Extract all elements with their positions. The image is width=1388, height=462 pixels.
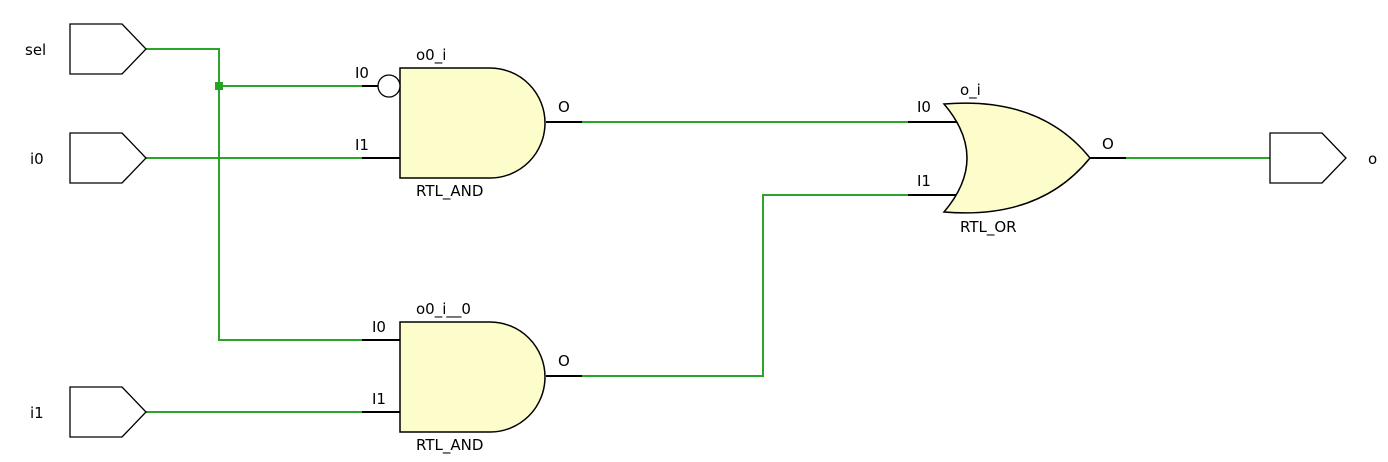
and-top-pin-out-label: O (558, 98, 570, 116)
port-i0[interactable]: i0 (30, 132, 147, 184)
nets (146, 48, 1270, 413)
or-instance-label: o_i (960, 81, 981, 100)
and-bottom-type-label: RTL_AND (416, 436, 483, 455)
or-pin-in1-label: I1 (917, 172, 931, 190)
and-bottom-pin-in1-label: I1 (372, 390, 386, 408)
and-bottom-instance-label: o0_i__0 (416, 300, 471, 319)
port-o-symbol[interactable] (1269, 132, 1347, 184)
gate-and-bottom[interactable]: o0_i__0 I0 I1 O RTL_AND (362, 300, 582, 455)
port-i1-label: i1 (30, 404, 44, 422)
port-i0-symbol[interactable] (69, 132, 147, 184)
and-bottom-body[interactable] (399, 321, 546, 433)
and-bottom-pin-out-label: O (558, 352, 570, 370)
net-junction (215, 82, 223, 90)
or-body[interactable] (942, 102, 1091, 214)
port-o-label: o (1368, 150, 1377, 168)
port-o[interactable]: o (1269, 132, 1377, 184)
port-sel[interactable]: sel (25, 23, 147, 75)
and-top-pin-in1-label: I1 (355, 136, 369, 154)
gate-or[interactable]: o_i I0 I1 O RTL_OR (908, 81, 1126, 237)
and-top-instance-label: o0_i (416, 46, 446, 65)
and-top-type-label: RTL_AND (416, 182, 483, 201)
or-pin-in0-label: I0 (917, 98, 931, 116)
or-pin-out-label: O (1102, 135, 1114, 153)
port-sel-label: sel (25, 41, 46, 59)
inverter-bubble-icon (377, 74, 401, 98)
net-and-bottom-out[interactable] (582, 194, 908, 377)
port-sel-symbol[interactable] (69, 23, 147, 75)
port-i0-label: i0 (30, 150, 44, 168)
port-i1-symbol[interactable] (69, 386, 147, 438)
gate-and-top[interactable]: o0_i I0 I1 O RTL_AND (355, 46, 582, 201)
and-top-body[interactable] (399, 67, 546, 179)
and-bottom-pin-in0-label: I0 (372, 318, 386, 336)
net-sel[interactable] (146, 48, 362, 341)
and-top-pin-in0-label: I0 (355, 64, 369, 82)
port-i1[interactable]: i1 (30, 386, 147, 438)
or-type-label: RTL_OR (960, 218, 1017, 237)
